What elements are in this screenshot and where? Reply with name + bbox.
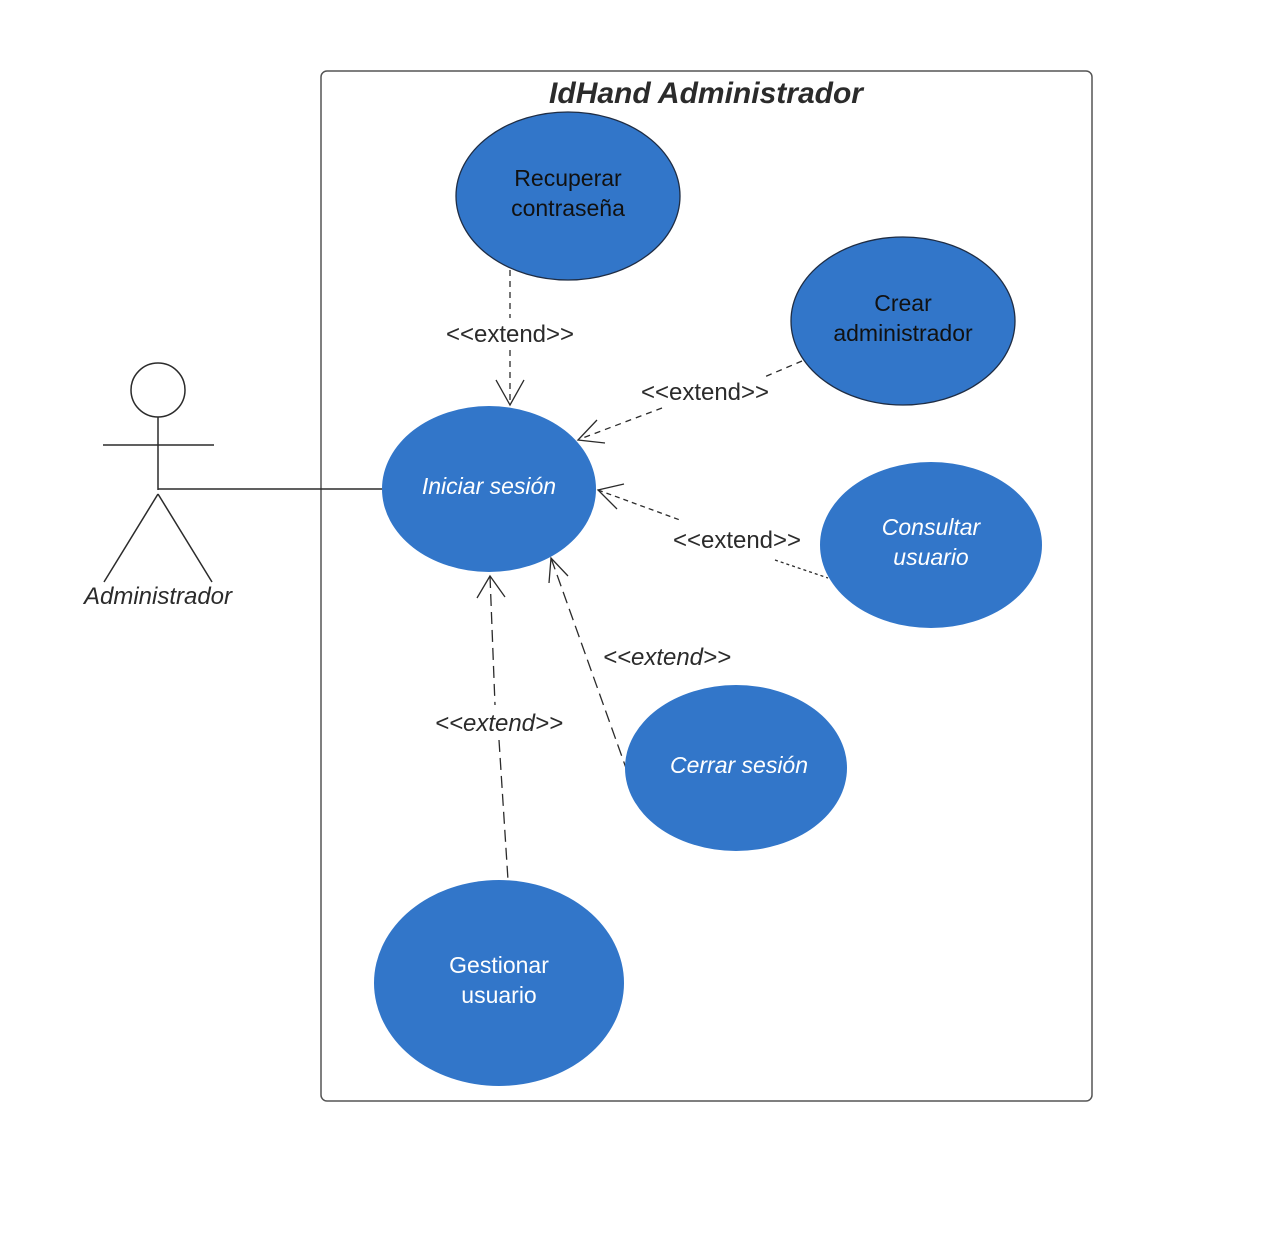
- arrowhead: [548, 556, 569, 584]
- extend-recuperar: [495, 270, 525, 407]
- arrowhead: [476, 574, 506, 599]
- use-case-crear-administrador: Crear administrador: [790, 236, 1016, 406]
- svg-text:Crear: Crear: [874, 290, 932, 316]
- actor-left-leg: [103, 493, 159, 583]
- arrowhead: [576, 419, 606, 444]
- svg-text:Recuperar: Recuperar: [514, 165, 622, 191]
- extend-consultar: [596, 483, 829, 579]
- extend-label-consultar: <<extend>>: [673, 527, 801, 554]
- actor-head: [130, 362, 186, 418]
- use-case-iniciar-sesion: Iniciar sesión: [382, 406, 596, 572]
- svg-text:usuario: usuario: [461, 982, 536, 1008]
- actor-right-leg: [157, 493, 213, 583]
- system-title: IdHand Administrador: [549, 77, 865, 110]
- extend-label-cerrar: <<extend>>: [603, 644, 731, 671]
- use-case-cerrar-sesion: Cerrar sesión: [625, 685, 847, 851]
- use-case-gestionar-usuario: Gestionar usuario: [374, 880, 624, 1086]
- extend-crear: [576, 360, 803, 444]
- extend-cerrar: [548, 556, 627, 769]
- svg-text:Gestionar: Gestionar: [449, 952, 549, 978]
- svg-text:contraseña: contraseña: [511, 195, 625, 221]
- extend-gestionar: [476, 574, 509, 881]
- svg-text:usuario: usuario: [893, 544, 969, 570]
- extend-label-recuperar: <<extend>>: [446, 321, 574, 348]
- arrowhead: [495, 379, 525, 407]
- svg-text:administrador: administrador: [833, 320, 973, 346]
- extend-label-gestionar: <<extend>>: [435, 710, 563, 737]
- actor-administrador: [103, 362, 214, 583]
- arrowhead: [596, 483, 625, 510]
- use-case-recuperar-contrasena: Recuperar contraseña: [455, 111, 681, 281]
- actor-label: Administrador: [82, 583, 233, 610]
- svg-text:Cerrar sesión: Cerrar sesión: [670, 752, 808, 778]
- use-case-consultar-usuario: Consultar usuario: [820, 462, 1042, 628]
- extend-label-crear: <<extend>>: [641, 379, 769, 406]
- svg-text:Consultar: Consultar: [882, 514, 982, 540]
- svg-text:Iniciar sesión: Iniciar sesión: [422, 473, 556, 499]
